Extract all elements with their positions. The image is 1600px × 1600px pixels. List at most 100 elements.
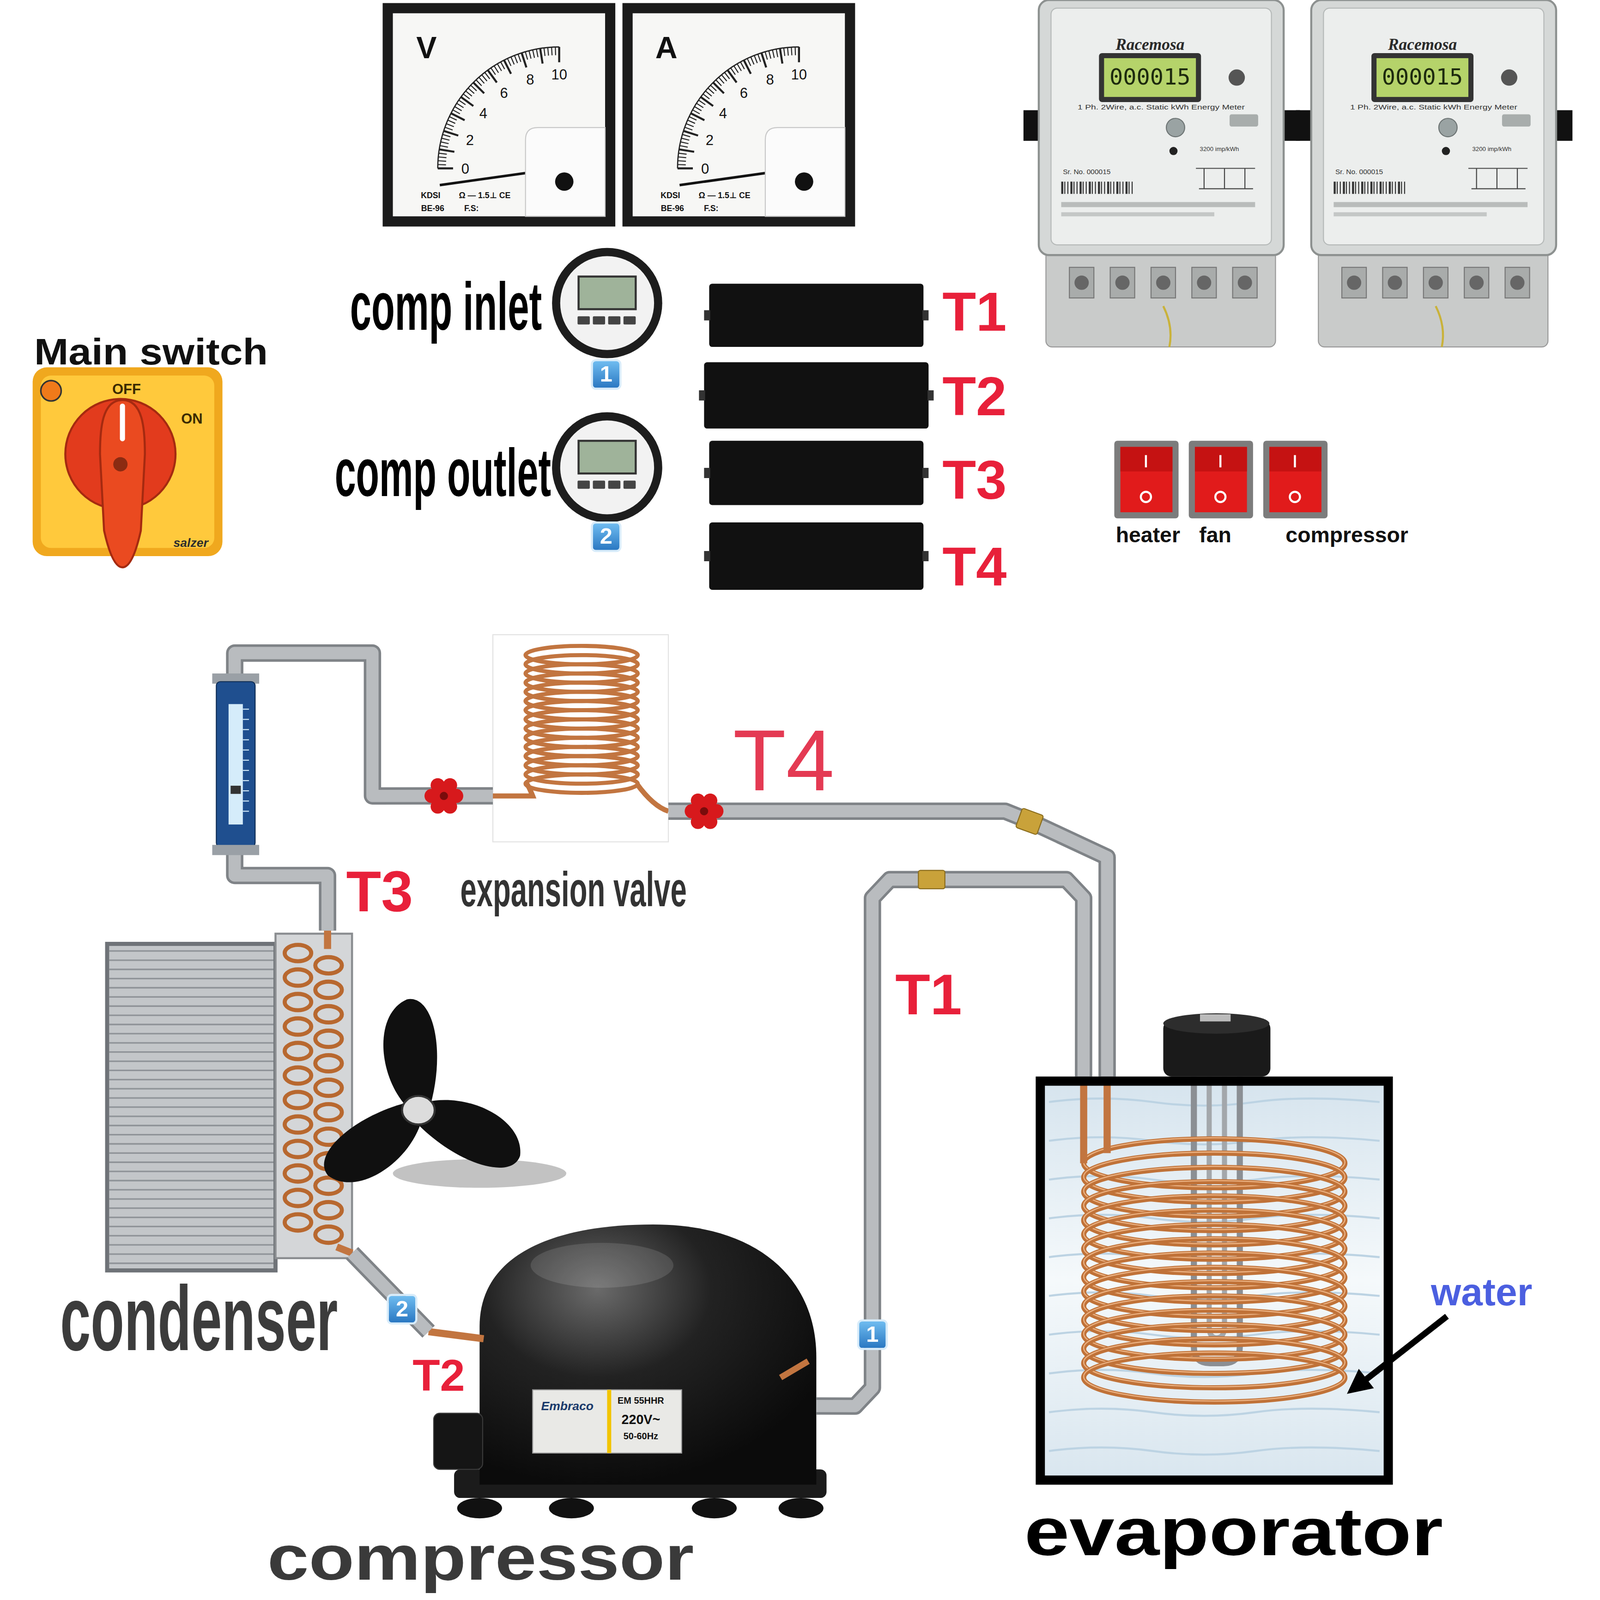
sensor [1438,118,1458,137]
label-text: 10 [551,67,567,82]
meter-body [1311,0,1557,255]
pulse-led [1442,146,1451,156]
gauge-button [608,316,621,325]
barcode [1116,181,1119,194]
scale-tick [780,48,783,64]
flow-meter-tick [242,739,249,741]
meter-body [1038,0,1284,255]
barcode [1339,181,1341,194]
copper-inlet [1103,1076,1111,1154]
scale-tick [721,74,727,82]
fin-line [109,1078,274,1081]
terminal-block [1045,249,1276,347]
fin-line [109,1207,274,1209]
component-node: expansion valve [492,634,669,842]
label-text: 8 [765,72,774,87]
flow-meter-tick [242,800,249,802]
scale-tick [687,120,696,124]
scale-tick [757,54,761,62]
gauge-button [623,316,637,325]
label-text: heater [1115,523,1181,546]
scale-tick [438,153,448,155]
scale-tick [791,47,792,56]
scale-tick [718,77,725,84]
scale-tick [677,163,686,166]
zero-adjust-screw [794,172,814,191]
scale-tick [684,127,693,130]
rocker-switch [1120,447,1173,513]
rocker-switch [1194,447,1248,513]
fin-line [109,1124,274,1127]
fin-line [109,950,274,952]
scale-tick [764,51,768,60]
scale-tick [525,51,528,60]
scale-tick [677,167,693,170]
scale-tick [467,88,474,94]
barcode [1398,181,1400,194]
scale-tick [705,90,712,97]
pipe-shade [668,811,1108,1077]
label-text: 0 [701,161,710,176]
copper-bend [284,1140,311,1158]
barcode [1085,181,1087,194]
copper-bend [315,1079,342,1096]
label-text: Racemosa [1387,36,1457,54]
display-clip [703,310,710,321]
fin-line [109,1143,274,1145]
fin-line [109,1096,274,1099]
temperature-display [703,362,929,429]
label-text: 000015 [1381,66,1464,90]
cal-pulse [1502,114,1531,127]
condenser-coil [107,930,352,1271]
component-label: condenser [60,1272,338,1365]
terminal-screw [1156,275,1171,290]
gauge-bezel [551,412,663,523]
barcode [1385,181,1387,194]
rocker-frame [1188,440,1254,519]
water-ripple [1048,1447,1380,1455]
display-clip [698,390,705,401]
flow-meter-tick [242,759,249,761]
barcode [1361,181,1364,194]
heater-plate [1200,1014,1231,1022]
label-text: 3200 imp/kWh [1200,145,1240,152]
temperature-display [709,522,924,590]
fin-line [109,1262,274,1264]
scale-tick [497,63,502,71]
brass-fitting [1015,807,1044,835]
scale-tick [678,149,695,152]
valve-nut [700,806,709,816]
barcode [1382,181,1384,194]
scale-tick [696,103,704,108]
callout-number: 1 [857,1319,888,1350]
display-clip [922,467,929,479]
label-text: 0 [461,161,470,176]
barcode [1345,181,1347,194]
barcode [1122,181,1124,194]
fin-line [109,1032,274,1035]
terminal-screw [1469,275,1484,290]
scale-tick [456,103,464,108]
fine-print [1333,201,1528,207]
fine-print [1061,212,1215,217]
evaporator-turn [1083,1352,1346,1402]
terminal-screw [1510,275,1525,290]
refrigerant-pipe [351,1253,429,1332]
scale-tick [678,157,687,158]
label-text: Main switch [34,333,268,371]
terminal-screw [1346,275,1362,290]
pulse-led [1169,146,1178,156]
terminal-slot [1232,267,1258,298]
barcode [1091,181,1093,194]
pipe-shade-group [234,653,1108,1407]
terminal-slot [1505,267,1530,298]
fin-line [109,1042,274,1044]
scale-tick [490,67,496,75]
barcode [1082,181,1084,194]
zero-adjust-screw [555,172,574,191]
barcode [1107,181,1110,194]
scale-tick [476,79,482,86]
copper-stub [336,1247,352,1254]
barcode [1349,181,1351,194]
fin-line [109,1225,274,1228]
